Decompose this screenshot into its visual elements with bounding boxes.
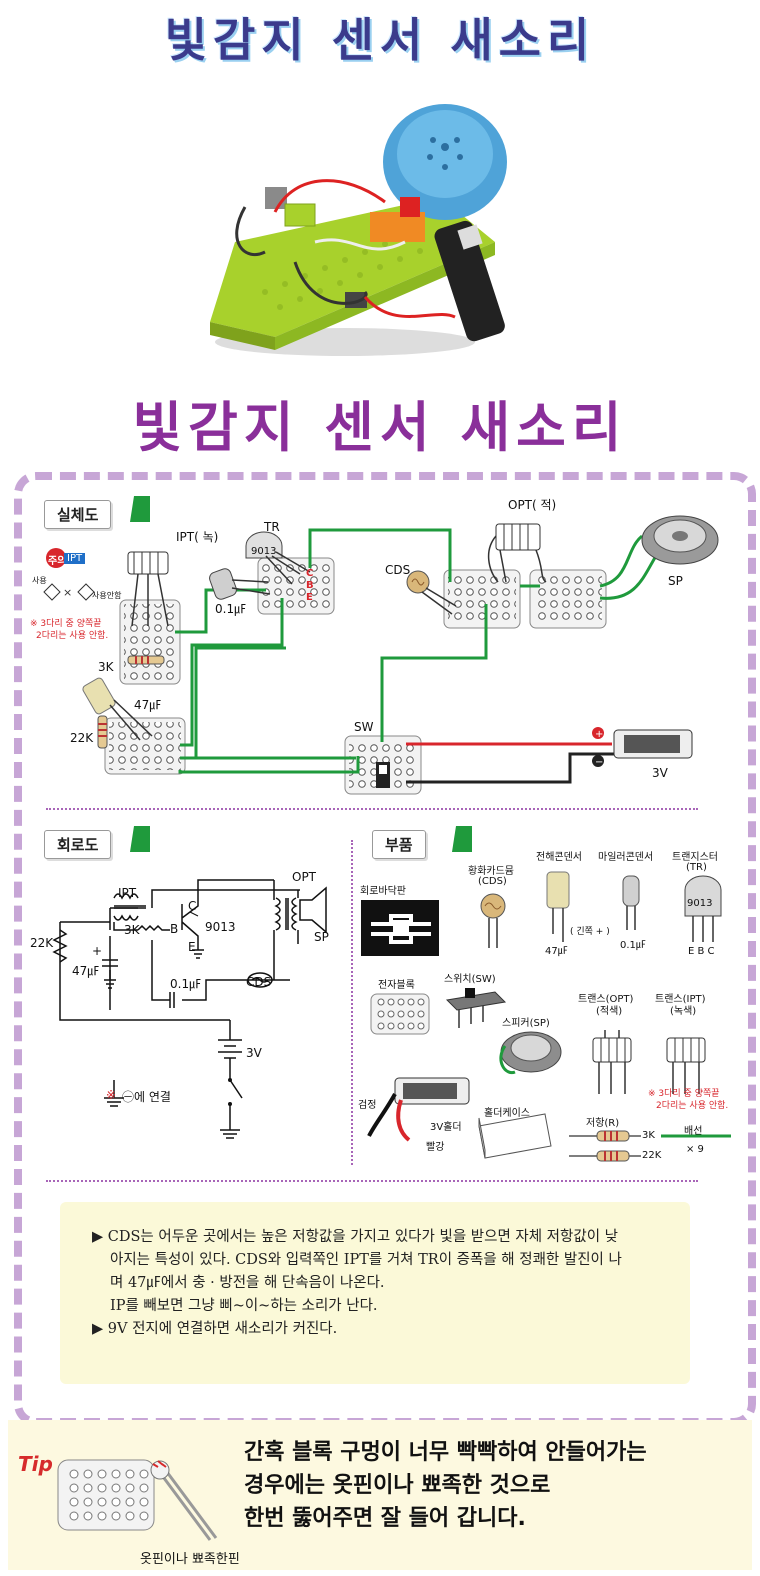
- wiring-pin-e: E: [306, 592, 313, 603]
- caution-ipt-badge: IPT: [64, 553, 86, 564]
- wiring-01uf-label: 0.1㎌: [215, 602, 247, 616]
- part-mylar-cap-label: 마일러콘덴서: [598, 852, 654, 863]
- part-elec-cap-value: 47㎌: [545, 946, 568, 957]
- section-parts-accent: [452, 826, 472, 852]
- circuit-opt-label: OPT: [292, 870, 317, 884]
- note-line-2: 아지는 특성이 있다. CDS와 입력쪽인 IPT를 거쳐 TR이 증폭을 해 …: [110, 1252, 622, 1268]
- part-resistor-22k: 22K: [642, 1150, 662, 1161]
- part-ipt-note2: 2다리는 사용 안함.: [656, 1101, 729, 1111]
- divider-vertical: [351, 840, 353, 1165]
- caution-badge: 주의: [48, 556, 67, 567]
- part-black-wire-label: 검정: [358, 1100, 377, 1111]
- note-line-3: 며 47㎌에서 충 · 방전을 해 단속음이 나온다.: [110, 1275, 385, 1291]
- tip-line-1: 간혹 블록 구멍이 너무 빡빡하여 안들어가는: [244, 1440, 647, 1465]
- caution-note-line1: ※ 3다리 중 양쪽끝: [30, 619, 102, 629]
- part-opt-color: (적색): [596, 1006, 623, 1017]
- circuit-tr-label: 9013: [205, 920, 236, 934]
- divider-bottom: [46, 1180, 698, 1182]
- svg-text:−: −: [595, 757, 603, 768]
- wiring-battery-label: 3V: [652, 766, 668, 780]
- ground-note: ㊀에 연결: [122, 1090, 171, 1104]
- caution-use-label: 사용: [32, 576, 47, 585]
- part-ipt-color: (녹색): [670, 1006, 697, 1017]
- part-wire-label: 배선: [684, 1126, 703, 1137]
- wiring-sw-label: SW: [354, 720, 374, 734]
- tip-label: Tip: [18, 1452, 53, 1476]
- circuit-plus-label: +: [92, 944, 103, 958]
- section-wiring-tag: 실체도: [44, 500, 112, 529]
- part-red-wire-label: 빨강: [426, 1142, 445, 1153]
- part-switch-label: 스위치(SW): [444, 974, 496, 985]
- circuit-b-label: B: [170, 922, 179, 936]
- part-resistor-label: 저항(R): [586, 1118, 620, 1129]
- part-transistor-code: (TR): [686, 862, 707, 873]
- wiring-3k-label: 3K: [98, 660, 114, 674]
- part-elec-cap-note: ( 긴쪽 + ): [570, 927, 610, 937]
- circuit-22k-label: 22K: [30, 936, 54, 950]
- tip-caption: 옷핀이나 뾰족한핀: [140, 1552, 240, 1567]
- wiring-tr-model: 9013: [251, 546, 277, 557]
- note-line-5: ▶ 9V 전지에 연결하면 새소리가 커진다.: [92, 1321, 338, 1337]
- section-parts-tag: 부품: [372, 830, 426, 859]
- part-opt-label: 트랜스(OPT): [578, 994, 634, 1005]
- divider-top: [46, 808, 698, 810]
- wiring-22k-label: 22K: [70, 731, 94, 745]
- caution-note-line2: 2다리는 사용 안함.: [36, 631, 109, 641]
- part-ipt-note1: ※ 3다리 중 양쪽끝: [648, 1089, 720, 1099]
- wiring-sp-label: SP: [668, 574, 683, 588]
- banner-title: 빛감지 센서 새소리: [164, 13, 596, 67]
- note-line-4: IP를 빼보면 그냥 삐~이~하는 소리가 난다.: [110, 1298, 378, 1314]
- circuit-cds-label: CDS: [246, 975, 272, 989]
- part-speaker-label: 스피커(SP): [502, 1018, 550, 1029]
- wiring-diagram: + − ×: [43, 515, 719, 795]
- part-holder-case-label: 홀더케이스: [484, 1108, 530, 1119]
- circuit-sp-label: SP: [314, 930, 329, 944]
- circuit-battery-label: 3V: [246, 1046, 262, 1060]
- section-circuit-accent: [130, 826, 150, 852]
- svg-text:+: +: [595, 729, 603, 740]
- circuit-01uf-label: 0.1㎌: [170, 977, 202, 991]
- part-holder-label: 3V홀더: [430, 1122, 462, 1133]
- part-transistor-pins: E B C: [688, 946, 715, 957]
- wiring-pin-b: B: [306, 580, 314, 591]
- part-resistor-3k: 3K: [642, 1130, 655, 1141]
- svg-text:×: ×: [63, 586, 72, 599]
- wiring-47uf-label: 47㎌: [134, 698, 162, 712]
- part-cds-code: (CDS): [478, 876, 507, 887]
- wiring-pin-c: C: [306, 568, 314, 579]
- part-pcb-label: 회로바닥판: [360, 886, 406, 897]
- circuit-c-label: C: [188, 899, 197, 913]
- part-transistor-model: 9013: [687, 898, 713, 909]
- circuit-47uf-label: 47㎌: [72, 964, 100, 978]
- kit-photo: [210, 104, 507, 356]
- part-ipt-label: 트랜스(IPT): [655, 994, 706, 1005]
- part-elec-cap-label: 전해콘덴서: [536, 852, 582, 863]
- part-transistor-label: 트랜지스터: [672, 852, 718, 863]
- main-title: 빛감지 센서 새소리: [132, 396, 628, 459]
- part-mylar-cap-value: 0.1㎌: [620, 940, 646, 951]
- notes-box: [60, 1202, 690, 1384]
- circuit-3k-label: 3K: [124, 923, 140, 937]
- circuit-e-label: E: [188, 940, 196, 954]
- tip-line-2: 경우에는 옷핀이나 뾰족한 것으로: [244, 1473, 551, 1498]
- parts-illustrations: [361, 871, 731, 1162]
- section-circuit-tag: 회로도: [44, 830, 112, 859]
- wiring-tr-label: TR: [264, 520, 280, 534]
- caution-nouse-label: 사용안함: [92, 591, 122, 600]
- part-cds-name: 황화카드뮴: [468, 866, 514, 877]
- part-wire-count: × 9: [686, 1144, 704, 1155]
- section-wiring-accent: [130, 496, 150, 522]
- wiring-ipt-label: IPT( 녹): [176, 530, 219, 544]
- circuit-diagram: [52, 879, 327, 1139]
- tip-line-3: 한번 뚫어주면 잘 들어 갑니다.: [244, 1506, 526, 1531]
- part-block-label: 전자블록: [378, 980, 415, 991]
- circuit-ipt-label: IPT: [118, 886, 137, 900]
- ground-note-mark: ※: [106, 1088, 117, 1102]
- wiring-opt-label: OPT( 적): [508, 498, 557, 512]
- tip-illustration: [57, 1459, 218, 1541]
- wiring-cds-label: CDS: [385, 563, 411, 577]
- note-line-1: ▶ CDS는 어두운 곳에서는 높은 저항값을 가지고 있다가 빛을 받으면 자…: [92, 1229, 618, 1245]
